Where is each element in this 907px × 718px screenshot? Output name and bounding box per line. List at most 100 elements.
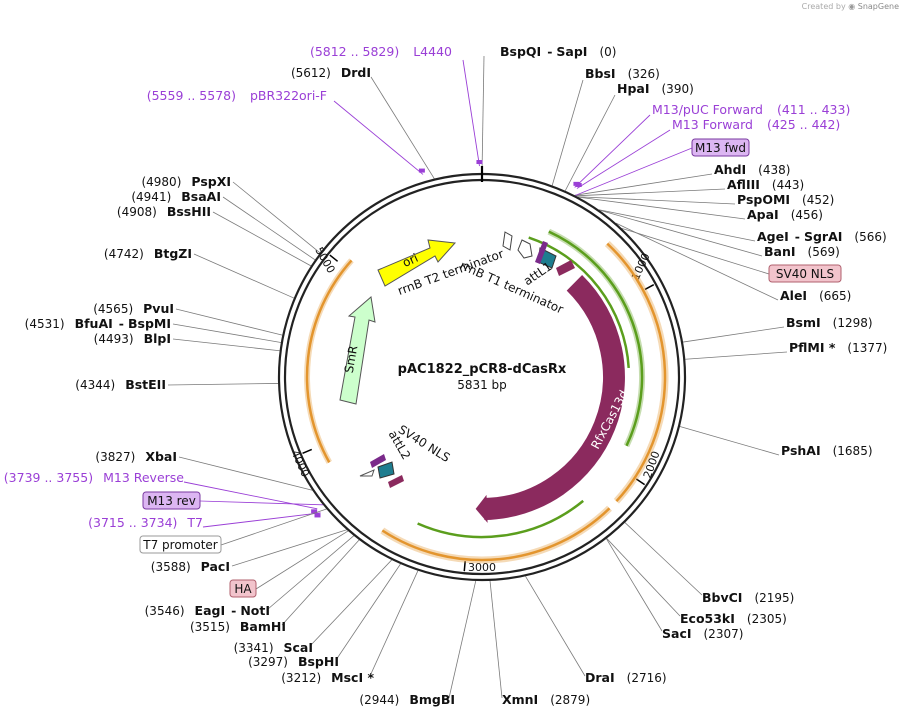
enzyme-name: PspXI	[191, 174, 231, 189]
primer-range: (5559 .. 5578)	[147, 88, 236, 103]
enzyme-label: BanI(569)	[764, 244, 840, 259]
enzyme-separator: -	[795, 229, 800, 244]
enzyme-name: PacI	[201, 559, 230, 574]
enzyme-connector	[551, 79, 584, 186]
green-arc-upper	[548, 230, 644, 447]
primer-site-marker	[418, 168, 425, 173]
enzyme-connector	[369, 570, 419, 677]
enzyme-position: (4565)	[93, 302, 133, 316]
enzyme-connector	[172, 338, 280, 352]
enzyme-label: (4941)BsaAI	[131, 189, 221, 204]
rfx-cds-outline	[606, 242, 667, 503]
enzyme-name: AhdI	[714, 162, 746, 177]
ha-tag-marker	[359, 469, 375, 477]
enzyme-position: (665)	[819, 289, 851, 303]
attl1-label: attL1	[521, 259, 555, 288]
enzyme-position: (2305)	[747, 612, 787, 626]
enzyme-connector	[679, 426, 780, 456]
enzyme-position: (3827)	[95, 450, 135, 464]
feature-box-label: M13 rev	[147, 494, 196, 508]
enzyme-label: (3515)BamHI	[190, 619, 286, 634]
enzyme-position: (2944)	[359, 693, 399, 707]
enzyme-position: (443)	[772, 178, 804, 192]
enzyme-label: (4565)PvuI	[93, 301, 174, 316]
enzyme-label: BbvCI(2195)	[702, 590, 794, 605]
enzyme-connector	[575, 188, 726, 197]
enzyme-name: BfuAI	[75, 316, 113, 331]
enzyme-position: (3212)	[281, 671, 321, 685]
enzyme-name: PflMI *	[789, 340, 836, 355]
enzyme-label: AleI(665)	[780, 288, 851, 303]
enzyme-connector	[481, 55, 485, 174]
enzyme-position: (566)	[854, 230, 886, 244]
enzyme-name: BsaAI	[181, 189, 221, 204]
feature-box	[768, 264, 842, 283]
enzyme-connector	[615, 222, 779, 301]
enzyme-position: (456)	[791, 208, 823, 222]
enzyme-name: SacI	[662, 626, 692, 641]
enzyme-position: (4344)	[75, 378, 115, 392]
primer-label: M13 Forward(425 .. 442)	[672, 117, 840, 132]
enzyme-connector	[175, 308, 283, 336]
enzyme-label: (4742)BtgZI	[104, 246, 192, 261]
ori-label: ori	[400, 251, 420, 270]
enzyme-position: (4908)	[117, 205, 157, 219]
attl1-site-bar	[535, 241, 548, 264]
enzyme-label: BsmI(1298)	[786, 315, 873, 330]
enzyme-name: DraI	[585, 670, 615, 685]
lower-outline	[381, 507, 611, 562]
feature-box-label: M13 fwd	[695, 141, 746, 155]
rrnb-t1-terminator	[517, 239, 533, 259]
enzyme-connector	[598, 209, 756, 242]
credit-prefix: Created by	[801, 2, 846, 11]
enzyme-name: Eco53kI	[680, 611, 735, 626]
primer-site-marker	[476, 160, 483, 165]
enzyme-connector	[489, 580, 503, 699]
enzyme-connector	[525, 576, 586, 677]
enzyme-position: (3297)	[248, 655, 288, 669]
smr-arrow	[339, 296, 376, 405]
enzyme-connector	[167, 383, 279, 386]
enzyme-name: XbaI	[145, 449, 177, 464]
enzyme-connector	[212, 211, 312, 267]
enzyme-label: (2944)BmgBI	[359, 692, 455, 707]
enzyme-label: AhdI(438)	[714, 162, 790, 177]
enzyme-connector	[578, 196, 746, 220]
feature-box-label: HA	[234, 582, 252, 596]
snapgene-credit: Created by ◉ SnapGene	[802, 2, 899, 11]
primer-range: (5812 .. 5829)	[310, 44, 399, 59]
green-arc-lower	[417, 499, 584, 539]
tick-mark	[644, 284, 655, 291]
enzyme-name-2: BspMI	[128, 316, 171, 331]
tick-mark	[302, 448, 313, 455]
feature-box-label: T7 promoter	[142, 538, 218, 552]
enzyme-connector	[599, 209, 763, 257]
primer-name: M13/pUC Forward	[652, 102, 763, 117]
enzyme-name: BstEII	[125, 377, 166, 392]
plasmid-size: 5831 bp	[457, 378, 507, 392]
enzyme-label: Eco53kI (2305)	[680, 611, 787, 626]
enzyme-name: BssHII	[167, 204, 211, 219]
enzyme-position: (2716)	[627, 671, 667, 685]
enzyme-name: AflIII	[727, 177, 760, 192]
primer-site-marker	[575, 182, 582, 187]
enzyme-label: AgeI-SgrAI(566)	[757, 229, 887, 244]
credit-brand: SnapGene	[857, 2, 899, 11]
primer-connector	[202, 512, 321, 528]
enzyme-position: (0)	[599, 45, 616, 59]
enzyme-label: (3297)BspHI	[248, 654, 339, 669]
primer-connector	[462, 59, 480, 167]
enzyme-position: (5612)	[291, 66, 331, 80]
attl2-marker	[377, 461, 395, 479]
box-connector	[621, 227, 770, 275]
enzyme-name: XmnI	[502, 692, 538, 707]
enzyme-name: PspOMI	[737, 192, 790, 207]
snapgene-logo-icon: ◉	[848, 2, 856, 11]
feature-box	[691, 138, 750, 157]
enzyme-label: PflMI *(1377)	[789, 340, 887, 355]
tick-label: 3000	[468, 561, 496, 574]
enzyme-connector	[309, 559, 392, 647]
